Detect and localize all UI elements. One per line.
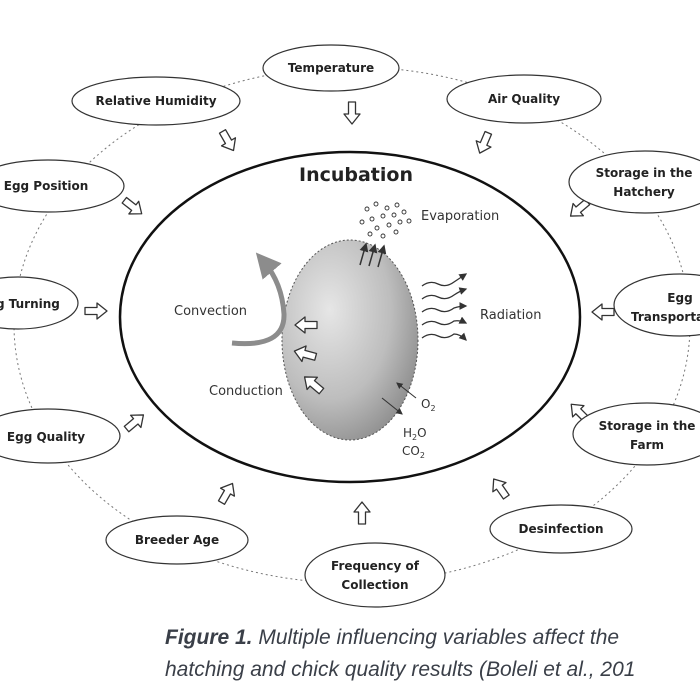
figure-caption: Figure 1. Multiple influencing variables… — [165, 622, 700, 686]
radiation-arrows — [421, 273, 468, 341]
convection-arrow — [231, 252, 287, 347]
factor-storage-farm: Storage in the Farm — [572, 402, 700, 466]
svg-text:Desinfection: Desinfection — [518, 522, 603, 536]
factor-egg-position: Egg Position — [0, 159, 125, 213]
gas-exchange-arrows — [381, 382, 417, 415]
relative-humidity-arrow — [214, 126, 242, 156]
frequency-collection-arrow — [353, 501, 371, 525]
svg-text:Egg Position: Egg Position — [4, 179, 89, 193]
factor-frequency-collection: Frequency of Collection — [304, 542, 446, 608]
factor-egg-turning: g Turning — [0, 276, 79, 330]
factor-egg-quality: Egg Quality — [0, 408, 121, 464]
conduction-label: Conduction — [209, 384, 283, 399]
svg-text:Relative Humidity: Relative Humidity — [95, 94, 216, 108]
desinfection-arrow — [486, 473, 514, 503]
caption-line-1: Figure 1. Multiple influencing variables… — [165, 622, 700, 654]
svg-text:Egg: Egg — [667, 291, 692, 305]
air-quality-arrow — [471, 129, 497, 157]
evaporation-label: Evaporation — [421, 209, 499, 224]
svg-text:g Turning: g Turning — [0, 297, 60, 311]
temperature-arrow — [343, 101, 361, 125]
svg-text:Air Quality: Air Quality — [488, 92, 560, 106]
svg-text:Storage in the: Storage in the — [599, 419, 696, 433]
factor-relative-humidity: Relative Humidity — [71, 76, 241, 126]
convection-label: Convection — [174, 304, 247, 319]
svg-text:Farm: Farm — [630, 438, 664, 452]
oxygen-label: O2 — [421, 397, 436, 413]
factor-breeder-age: Breeder Age — [105, 515, 249, 565]
svg-text:Hatchery: Hatchery — [613, 185, 675, 199]
svg-text:Transporta: Transporta — [631, 310, 700, 324]
svg-text:Collection: Collection — [341, 578, 408, 592]
water-label: H2O — [403, 426, 427, 442]
caption-line-1-text: Multiple influencing variables affect th… — [252, 626, 620, 649]
caption-line-2: hatching and chick quality results (Bole… — [165, 658, 636, 681]
incubation-factors-diagram: Incubation Evaporation Convection Conduc… — [0, 44, 700, 608]
svg-text:Frequency of: Frequency of — [331, 559, 420, 573]
radiation-label: Radiation — [480, 308, 541, 323]
factor-storage-hatchery: Storage in the Hatchery — [568, 150, 700, 214]
egg-turning-arrow — [84, 302, 108, 320]
svg-text:Egg Quality: Egg Quality — [7, 430, 85, 444]
factor-desinfection: Desinfection — [489, 504, 633, 554]
egg-position-arrow — [118, 193, 148, 221]
egg-quality-arrow — [120, 408, 150, 436]
svg-text:Breeder Age: Breeder Age — [135, 533, 219, 547]
breeder-age-arrow — [213, 478, 241, 508]
evaporation-arrows — [359, 242, 387, 268]
evaporation-dots — [359, 201, 412, 239]
svg-text:Storage in the: Storage in the — [596, 166, 693, 180]
factor-egg-transport: Egg Transporta — [613, 273, 700, 337]
factor-temperature: Temperature — [262, 44, 400, 92]
incubation-title: Incubation — [299, 164, 413, 186]
carbon-dioxide-label: CO2 — [402, 444, 425, 460]
factor-air-quality: Air Quality — [446, 74, 602, 124]
figure-label: Figure 1. — [165, 626, 253, 649]
egg-transport-arrow — [591, 303, 615, 321]
svg-text:Temperature: Temperature — [288, 61, 374, 75]
